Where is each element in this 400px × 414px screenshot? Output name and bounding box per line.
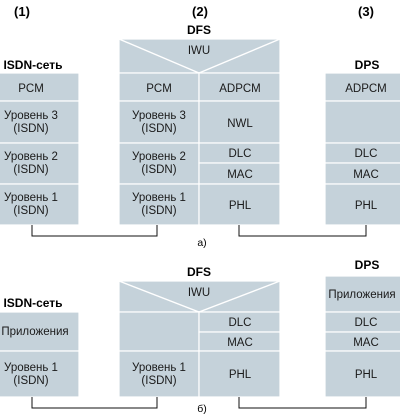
diagram-a-dfs-level2-label: Уровень 2 — [132, 151, 186, 163]
diagram-b-iwu-box — [118, 280, 281, 313]
diagram-a-dps-dlc-label: DLC — [354, 148, 377, 160]
column-number-1: (1) — [14, 4, 30, 19]
diagram-b: ISDN-сеть Приложения Уровень 1 (ISDN) DF… — [0, 258, 400, 414]
diagram-a-dfs-level2-box — [118, 142, 200, 185]
diagram-b-isdn-level1-sub: (ISDN) — [13, 375, 48, 387]
diagram-a-dfs-level2-sub: (ISDN) — [141, 164, 176, 176]
diagram-a-dps-empty-box — [324, 100, 400, 144]
diagram-a-dfs-phl-box — [198, 183, 281, 226]
diagram-b-dps-dlc-label: DLC — [354, 317, 377, 329]
diagram-b-dfs-dlc-label: DLC — [228, 317, 251, 329]
diagram-a-dfs-level1-label: Уровень 1 — [132, 192, 186, 204]
diagram-a-dps-adpcm-box — [324, 72, 400, 102]
diagram-a-link-dfs-dps — [238, 225, 367, 237]
diagram-b-dps-mac-label: MAC — [353, 337, 379, 349]
diagram-b-dfs-mac-label: MAC — [227, 337, 253, 349]
diagram-b-isdn-stack: ISDN-сеть Приложения Уровень 1 (ISDN) — [0, 296, 80, 398]
diagram-b-dfs-empty-box — [118, 311, 200, 352]
diagram-a-dfs-level3-box — [118, 100, 200, 144]
diagram-a-dps-phl-label: PHL — [355, 200, 378, 212]
diagram-b-isdn-apps-box — [0, 311, 80, 352]
diagram-a-isdn-level3-box — [0, 100, 80, 144]
diagram-b-dps-apps-label: Приложения — [328, 289, 395, 301]
diagram-b-caption: б) — [197, 403, 207, 414]
diagram-a-isdn-level2-label: Уровень 2 — [4, 151, 58, 163]
diagram-b-isdn-apps-label: Приложения — [1, 326, 68, 338]
diagram-b-dps-stack: DPS Приложения DLC MAC PHL — [324, 258, 400, 398]
diagram-a-dfs-pcm-label: PCM — [146, 83, 172, 95]
diagram-b-isdn-level1-label: Уровень 1 — [4, 362, 58, 374]
diagram-b-dfs-level1-sub: (ISDN) — [141, 375, 176, 387]
diagram-b-link-dfs-dps — [238, 397, 367, 409]
diagram-b-dfs-title: DFS — [187, 265, 211, 279]
diagram-b-isdn-title: ISDN-сеть — [3, 296, 62, 310]
diagram-a-dps-stack: DPS ADPCM DLC MAC PHL — [324, 58, 400, 226]
diagram-b-dfs-phl-box — [198, 350, 281, 398]
diagram-a-dps-title: DPS — [355, 58, 380, 72]
diagram-b-link-isdn-dfs — [31, 397, 158, 409]
diagram-a-dfs-level1-sub: (ISDN) — [141, 205, 176, 217]
diagram-a-dfs-level3-label: Уровень 3 — [132, 110, 186, 122]
diagram-a-isdn-level1-label: Уровень 1 — [4, 192, 58, 204]
diagram-b-dfs-level1-box — [118, 350, 200, 398]
diagram-a-dps-adpcm-label: ADPCM — [345, 83, 387, 95]
diagram-b-dps-title: DPS — [355, 258, 380, 272]
diagram-a-dfs-adpcm-label: ADPCM — [219, 83, 261, 95]
diagram-a-dfs-title: DFS — [187, 23, 211, 37]
diagram-a-link-isdn-dfs — [31, 225, 158, 237]
diagram-b-dfs-level1-label: Уровень 1 — [132, 362, 186, 374]
diagram-a-dfs-level1-box — [118, 183, 200, 226]
diagram-a-dfs-dlc-label: DLC — [228, 148, 251, 160]
diagram-a-isdn-level3-sub: (ISDN) — [13, 123, 48, 135]
diagram-a: ISDN-сеть PCM Уровень 3 (ISDN) Уровень 2… — [0, 23, 400, 249]
diagram-a-iwu-label: IWU — [188, 45, 210, 57]
diagram-a-dfs-level3-sub: (ISDN) — [141, 123, 176, 135]
diagram-a-isdn-level2-box — [0, 142, 80, 185]
diagram-b-dfs-stack: DFS IWU DLC MAC Уровень 1 (ISDN) PHL — [118, 265, 281, 398]
diagram-b-dps-apps-box — [324, 275, 400, 313]
diagram-a-dps-phl-box — [324, 183, 400, 226]
diagram-a-isdn-level1-sub: (ISDN) — [13, 205, 48, 217]
diagram-a-isdn-level3-label: Уровень 3 — [4, 110, 58, 122]
diagram-b-dps-phl-label: PHL — [355, 369, 378, 381]
diagram-a-dps-mac-label: MAC — [353, 169, 379, 181]
diagram-a-isdn-level1-box — [0, 183, 80, 226]
diagram-b-dps-phl-box — [324, 350, 400, 398]
diagram-a-dfs-stack: DFS IWU PCM ADPCM Уровень 3 (ISDN) NWL У… — [118, 23, 281, 226]
diagram-a-dfs-nwl-label: NWL — [227, 118, 253, 130]
column-number-2: (2) — [192, 4, 208, 19]
diagram-a-isdn-stack: ISDN-сеть PCM Уровень 3 (ISDN) Уровень 2… — [0, 58, 80, 226]
diagram-a-iwu-box — [118, 38, 281, 74]
diagram-b-iwu-label: IWU — [188, 287, 210, 299]
diagram-a-dfs-mac-label: MAC — [227, 169, 253, 181]
diagram-a-caption: а) — [197, 237, 206, 249]
column-number-3: (3) — [358, 4, 374, 19]
diagram-a-dfs-adpcm-box — [198, 72, 281, 102]
diagram-a-dfs-phl-label: PHL — [229, 200, 252, 212]
diagram-a-isdn-pcm-label: PCM — [18, 83, 44, 95]
diagram-a-isdn-title: ISDN-сеть — [3, 58, 62, 72]
diagram-b-dfs-phl-label: PHL — [229, 369, 252, 381]
diagram-a-isdn-pcm-box — [0, 72, 80, 102]
diagram-b-isdn-level1-box — [0, 350, 80, 398]
diagram-a-isdn-level2-sub: (ISDN) — [13, 164, 48, 176]
